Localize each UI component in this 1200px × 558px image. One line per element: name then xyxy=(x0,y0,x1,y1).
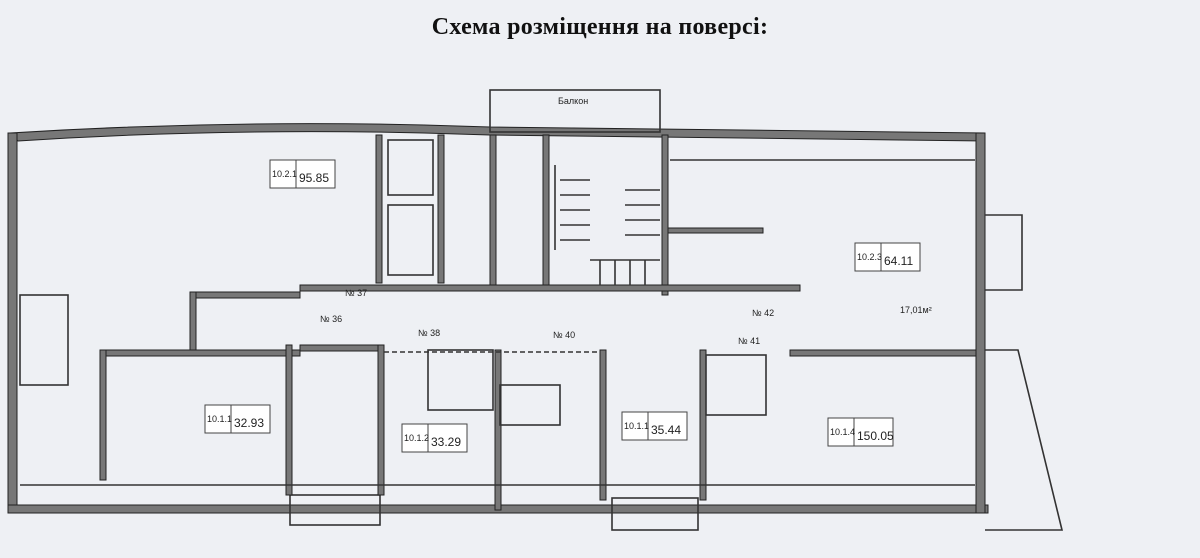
apartment-label-10-1-1b: 10.1.1 35.44 xyxy=(621,411,688,441)
apartment-label-10-2-3: 10.2.3 64.11 xyxy=(854,242,921,272)
apartment-label-10-1-2: 10.1.2 33.29 xyxy=(401,423,468,453)
door-label-38: № 38 xyxy=(418,328,440,338)
door-label-40: № 40 xyxy=(553,330,575,340)
balcony-label: Балкон xyxy=(558,96,588,106)
door-label-37: № 37 xyxy=(345,288,367,298)
apartment-number: 10.1.2 xyxy=(404,433,429,443)
apartment-number: 10.2.1 xyxy=(272,169,297,179)
apartment-area: 32.93 xyxy=(234,416,264,430)
door-label-36: № 36 xyxy=(320,314,342,324)
door-label-42: № 42 xyxy=(752,308,774,318)
door-label-41: № 41 xyxy=(738,336,760,346)
balcony xyxy=(489,89,661,133)
apartment-label-10-2-1: 10.2.1 95.85 xyxy=(269,159,336,189)
apartment-number: 10.1.4 xyxy=(830,427,855,437)
apartment-label-10-1-1: 10.1.1 32.93 xyxy=(204,404,271,434)
apartment-area: 64.11 xyxy=(884,254,913,268)
apartment-area: 33.29 xyxy=(431,435,461,449)
apartment-number: 10.1.1 xyxy=(207,414,232,424)
apartment-number: 10.1.1 xyxy=(624,421,649,431)
apartment-area: 150.05 xyxy=(857,429,894,443)
apartment-area: 95.85 xyxy=(299,171,329,185)
apartment-area: 35.44 xyxy=(651,423,681,437)
area-note: 17,01м² xyxy=(900,305,932,315)
apartment-label-10-1-4: 10.1.4 150.05 xyxy=(827,417,894,447)
outer-walls xyxy=(7,123,1064,531)
page-title: Схема розміщення на поверсі: xyxy=(431,14,769,40)
inner-walls xyxy=(20,134,977,511)
apartment-number: 10.2.3 xyxy=(857,252,882,262)
